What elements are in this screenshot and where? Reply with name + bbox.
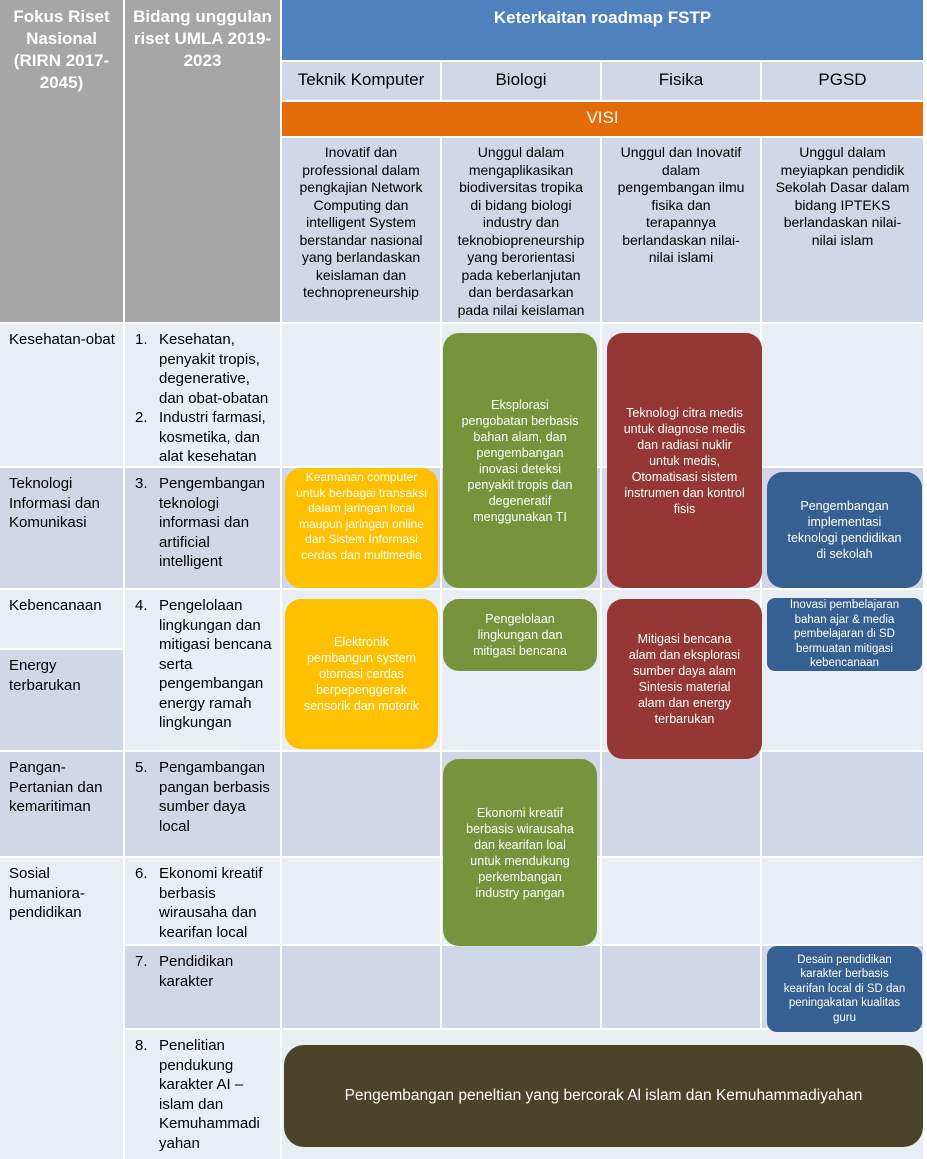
bidang-item: 5.Pengambangan pangan berbasis sumber da… — [135, 759, 270, 835]
visi-biologi: Unggul dalam mengaplikasikan biodiversit… — [442, 138, 600, 322]
box-penelitian-islam: Pengembangan peneltian yang bercorak Al … — [284, 1045, 923, 1147]
header-bidang-unggulan: Bidang unggulan riset UMLA 2019-2023 — [125, 0, 280, 322]
bidang-list-ekonomi: 6.Ekonomi kreatif berbasis wirausaha dan… — [125, 858, 280, 942]
bidang-item: 3.Pengembangan teknologi informasi dan a… — [135, 475, 265, 570]
bidang-list-tik: 3.Pengembangan teknologi informasi dan a… — [125, 468, 280, 572]
box-bio-eksplorasi: Eksplorasi pengobatan berbasis bahan ala… — [443, 333, 597, 588]
row-bg — [442, 946, 600, 1028]
box-bio-lingkungan: Pengelolaan lingkungan dan mitigasi benc… — [443, 599, 597, 671]
row-bg — [282, 324, 440, 466]
bidang-list-lingkungan: 4.Pengelolaan lingkungan dan mitigasi be… — [125, 590, 280, 733]
bidang-item: 2.Industri farmasi, kosmetika, dan alat … — [135, 409, 266, 465]
focus-sosial: Sosial humaniora-pendidikan — [9, 865, 85, 921]
bidang-item: 6.Ekonomi kreatif berbasis wirausaha dan… — [135, 865, 263, 941]
row-bg — [125, 858, 280, 944]
bidang-item: 4.Pengelolaan lingkungan dan mitigasi be… — [135, 597, 272, 731]
program-biologi: Biologi — [442, 62, 600, 100]
row-bg — [0, 752, 123, 856]
program-pgsd: PGSD — [762, 62, 923, 100]
row-bg — [762, 324, 923, 466]
bidang-list-penelitian: 8.Penelitian pendukung karakter AI – isl… — [125, 1030, 273, 1153]
row-bg — [762, 752, 923, 856]
box-fisika-citra: Teknologi citra medis untuk diagnose med… — [607, 333, 762, 588]
focus-kesehatan: Kesehatan-obat — [9, 331, 115, 348]
focus-energy: Energy terbarukan — [9, 657, 81, 694]
bidang-item: 8.Penelitian pendukung karakter AI – isl… — [135, 1037, 260, 1152]
box-fisika-mitigasi: Mitigasi bencana alam dan eksplorasi sum… — [607, 599, 762, 759]
box-tk-keamanan: Keamanan computer untuk berbagai transak… — [285, 468, 438, 588]
row-bg — [0, 650, 123, 750]
row-bg — [762, 858, 923, 944]
row-bg — [0, 324, 123, 466]
box-pgsd-karakter: Desain pendidikan karakter berbasis kear… — [767, 946, 922, 1032]
program-fisika: Fisika — [602, 62, 760, 100]
row-bg — [602, 858, 760, 944]
header-roadmap: Keterkaitan roadmap FSTP — [282, 0, 923, 60]
bidang-list-kesehatan: 1.Kesehatan, penyakit tropis, degenerati… — [125, 324, 280, 467]
row-bg — [125, 1030, 280, 1159]
row-bg — [125, 468, 280, 588]
program-teknik-komputer: Teknik Komputer — [282, 62, 440, 100]
row-bg — [0, 468, 123, 588]
row-bg — [602, 946, 760, 1028]
row-bg — [125, 946, 280, 1028]
row-bg — [125, 752, 280, 856]
visi-teknik-komputer: Inovatif dan professional dalam pengkaji… — [282, 138, 440, 322]
row-bg — [282, 946, 440, 1028]
bidang-list-karakter: 7.Pendidikan karakter — [125, 946, 280, 991]
box-pgsd-teknologi: Pengembangan implementasi teknologi pend… — [767, 472, 922, 588]
row-bg — [125, 324, 280, 466]
box-tk-elektronik: Elektronik pembangun system otomasi cerd… — [285, 599, 438, 749]
row-bg — [282, 752, 440, 856]
box-pgsd-inovasi: Inovasi pembelajaran bahan ajar & media … — [767, 598, 922, 671]
row-bg — [0, 858, 123, 1159]
bidang-list-pangan: 5.Pengambangan pangan berbasis sumber da… — [125, 752, 280, 836]
box-bio-ekonomi: Ekonomi kreatif berbasis wirausaha dan k… — [443, 759, 597, 946]
focus-tik: Teknologi Informasi dan Komunikasi — [9, 475, 100, 531]
focus-kebencanaan: Kebencanaan — [9, 597, 102, 614]
row-bg — [125, 590, 280, 750]
bidang-item: 7.Pendidikan karakter — [135, 953, 234, 990]
row-bg — [602, 752, 760, 856]
visi-banner: VISI — [282, 102, 923, 136]
visi-fisika: Unggul dan Inovatif dalam pengembangan i… — [602, 138, 760, 322]
bidang-item: 1.Kesehatan, penyakit tropis, degenerati… — [135, 331, 269, 407]
visi-pgsd: Unggul dalam meyiapkan pendidik Sekolah … — [762, 138, 923, 322]
focus-pangan: Pangan-Pertanian dan kemaritiman — [9, 759, 103, 815]
header-fokus-riset: Fokus Riset Nasional (RIRN 2017-2045) — [0, 0, 123, 322]
row-bg — [282, 858, 440, 944]
row-bg — [0, 590, 123, 648]
